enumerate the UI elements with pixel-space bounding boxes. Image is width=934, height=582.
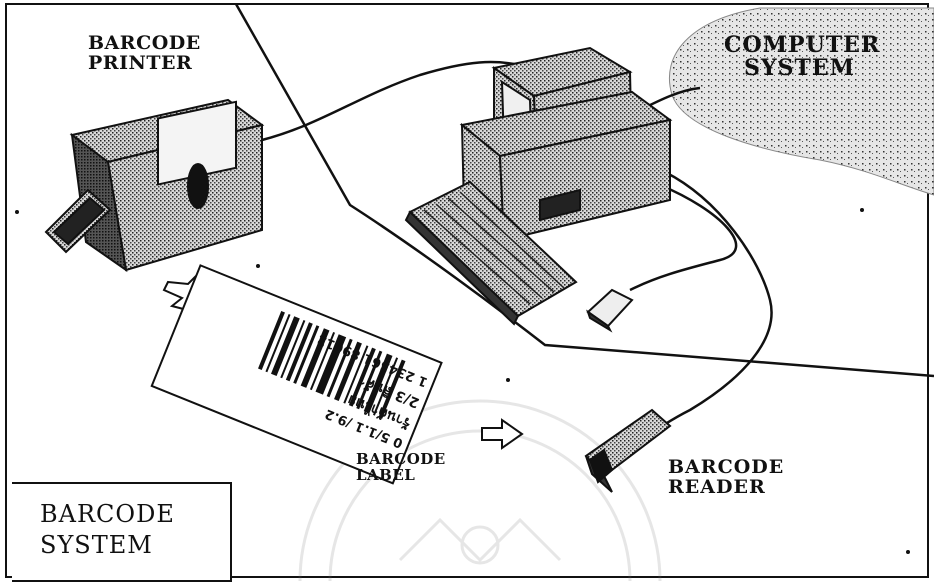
- reader-cable: [655, 172, 772, 430]
- barcode-printer-label-line-1: BARCODE: [88, 34, 201, 54]
- computer-system-label: COMPUTER SYSTEM: [724, 34, 880, 80]
- barcode-system-title: BARCODE SYSTEM: [40, 499, 175, 561]
- barcode-system-title-line-1: BARCODE: [40, 499, 175, 530]
- barcode-printer-label-line-2: PRINTER: [88, 54, 201, 74]
- barcode-reader-label-line-2: READER: [668, 478, 784, 498]
- barcode-system-title-line-2: SYSTEM: [40, 530, 175, 561]
- barcode-printer: [46, 100, 262, 270]
- barcode-label-caption: BARCODE LABEL: [356, 452, 446, 484]
- barcode-reader-label-line-1: BARCODE: [668, 458, 784, 478]
- label-to-reader-arrow: [482, 420, 522, 448]
- computer-system-label-line-1: COMPUTER: [724, 34, 880, 57]
- barcode-printer-label: BARCODE PRINTER: [88, 34, 201, 74]
- computer-system-label-line-2: SYSTEM: [724, 57, 880, 80]
- mouse: [588, 290, 632, 330]
- barcode-label-caption-line-2: LABEL: [356, 468, 446, 484]
- barcode-reader-label: BARCODE READER: [668, 458, 784, 498]
